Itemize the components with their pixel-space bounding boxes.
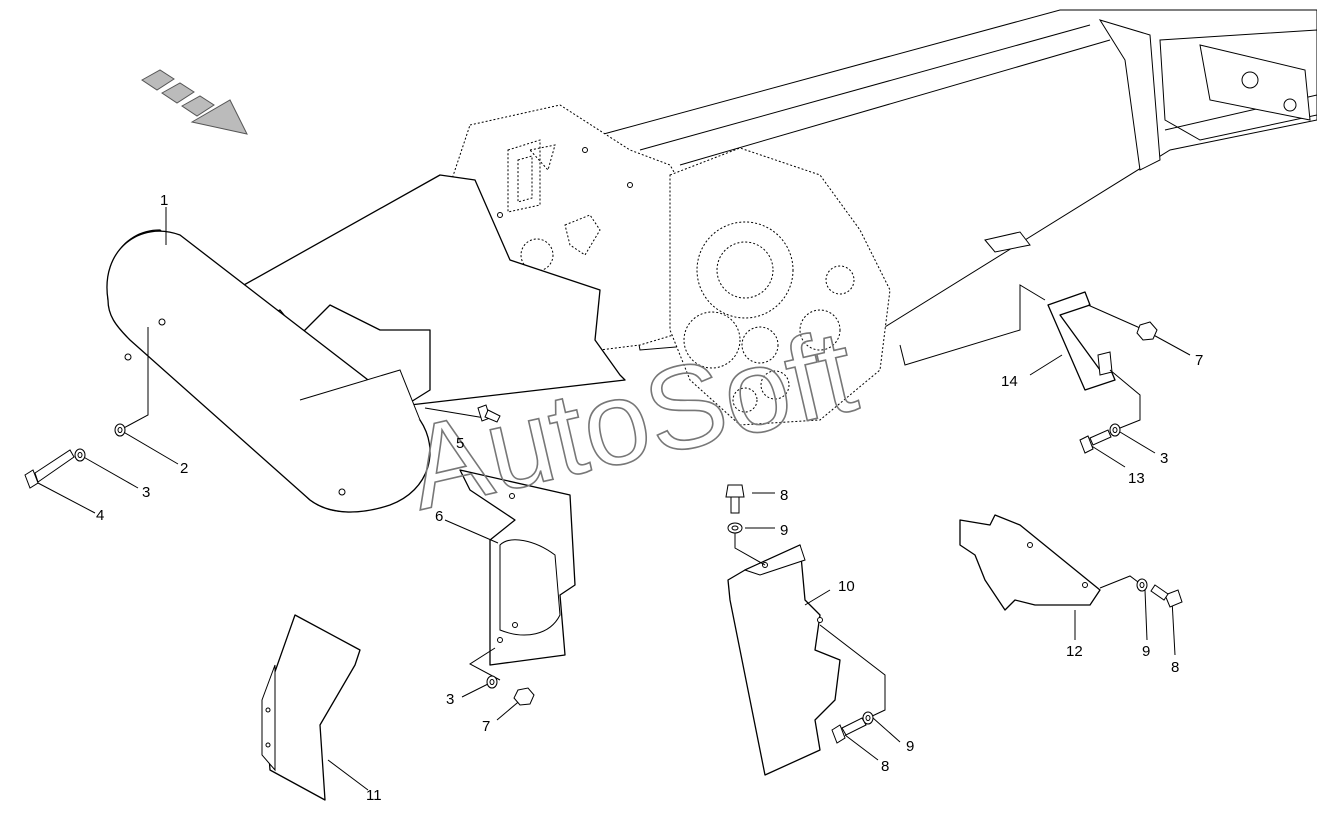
callout-11: 11 <box>366 787 382 804</box>
callout-3-right: 3 <box>1160 450 1168 467</box>
machine-frame <box>444 9 1317 426</box>
callout-9-right: 9 <box>1142 643 1150 660</box>
nut-icon <box>1136 321 1158 341</box>
callout-labels: 1 2 3 4 5 6 3 7 8 9 10 9 8 11 12 9 8 14 … <box>96 192 1203 804</box>
bolt-icon <box>831 717 867 744</box>
part-1-belt-guard <box>106 174 626 513</box>
part-11-shield <box>261 614 361 801</box>
callout-5: 5 <box>456 435 464 452</box>
part-6-plate <box>459 469 576 666</box>
callout-2: 2 <box>180 460 188 477</box>
callout-8-lower: 8 <box>881 758 889 775</box>
callout-9-top: 9 <box>780 522 788 539</box>
callout-8-top: 8 <box>780 487 788 504</box>
part-10-cover <box>727 544 841 776</box>
leader-lines <box>37 207 1191 791</box>
callout-14: 14 <box>1001 373 1018 390</box>
callout-7-lower: 7 <box>482 718 490 735</box>
callout-4: 4 <box>96 507 104 524</box>
fasteners <box>24 321 1183 744</box>
washer-icon <box>1109 423 1121 437</box>
callout-3: 3 <box>142 484 150 501</box>
callout-12: 12 <box>1066 643 1083 660</box>
washer-icon <box>486 675 498 689</box>
callout-10: 10 <box>838 578 855 595</box>
callout-8-right: 8 <box>1171 659 1179 676</box>
bolt-icon <box>477 404 501 423</box>
callout-13: 13 <box>1128 470 1145 487</box>
bolt-icon <box>725 484 745 514</box>
bolt-icon <box>1150 584 1183 608</box>
callout-3-lower: 3 <box>446 691 454 708</box>
callout-6: 6 <box>435 508 443 525</box>
washer-icon <box>862 711 874 725</box>
nut-icon <box>513 687 535 706</box>
part-12-bracket <box>959 514 1101 611</box>
callout-7-right: 7 <box>1195 352 1203 369</box>
bolt-icon <box>1079 429 1112 454</box>
part-14-bracket <box>1047 291 1116 391</box>
direction-arrow-icon <box>141 69 248 135</box>
washer-icon <box>74 448 86 462</box>
callout-1: 1 <box>160 192 168 209</box>
washer-icon <box>727 522 743 534</box>
washer-icon <box>1136 578 1148 592</box>
callout-9-lower: 9 <box>906 738 914 755</box>
washer-icon <box>114 423 126 437</box>
bolt-icon <box>24 449 75 489</box>
